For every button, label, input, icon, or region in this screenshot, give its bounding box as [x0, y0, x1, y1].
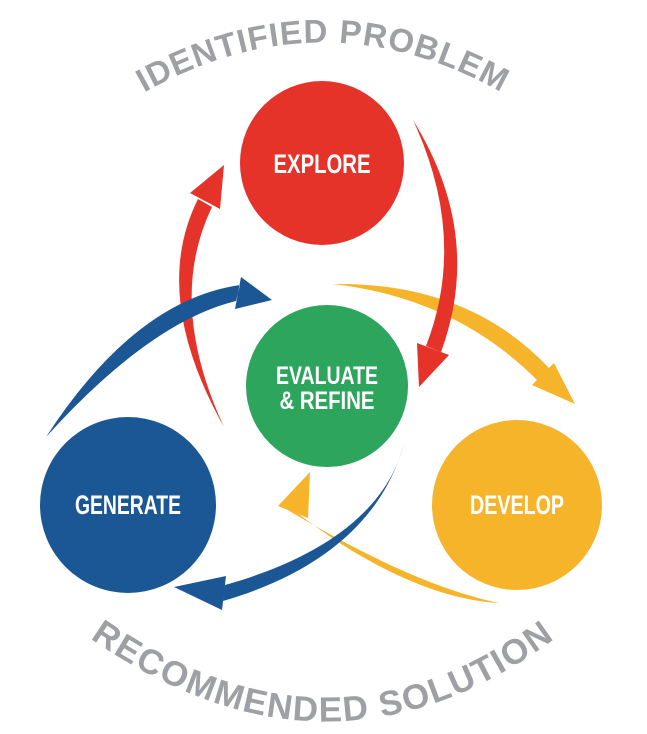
bottom-arc-title: RECOMMENDED SOLUTION — [86, 613, 561, 730]
evaluate-label-line1: EVALUATE — [276, 362, 378, 390]
explore-circle — [240, 81, 404, 245]
evaluate-refine-node: EVALUATE & REFINE — [246, 305, 408, 467]
bottom-arc-title-text: RECOMMENDED SOLUTION — [86, 613, 559, 730]
evaluate-label-line2: & REFINE — [280, 387, 375, 415]
generate-circle — [40, 417, 216, 593]
red-arrow-explore-to-center-icon — [413, 120, 458, 387]
develop-label: DEVELOP — [470, 490, 564, 520]
red-arrow-up-to-explore-icon — [179, 165, 224, 427]
generate-node: GENERATE — [40, 417, 216, 593]
explore-label: EXPLORE — [274, 149, 371, 179]
yellow-arrow-center-to-develop-icon — [333, 283, 575, 404]
generate-label: GENERATE — [75, 490, 181, 520]
develop-circle — [432, 420, 602, 590]
yellow-arrow-develop-to-center-icon — [278, 472, 499, 603]
evaluate-refine-circle — [246, 305, 408, 467]
blue-arrow-center-to-generate-icon — [174, 444, 404, 610]
explore-node: EXPLORE — [240, 81, 404, 245]
blue-arrow-generate-to-center-icon — [46, 277, 272, 437]
develop-node: DEVELOP — [432, 420, 602, 590]
